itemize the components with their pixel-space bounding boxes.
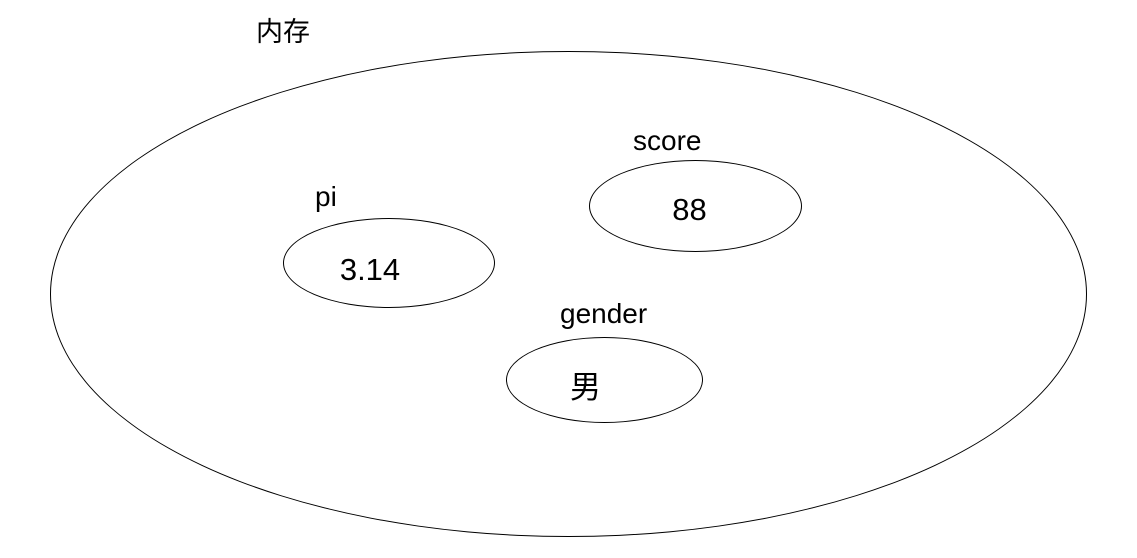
variable-score-ellipse: 88 xyxy=(589,160,802,252)
variable-pi-name: pi xyxy=(315,181,337,212)
memory-ellipse xyxy=(50,51,1087,537)
variable-pi-value: 3.14 xyxy=(339,251,401,287)
variable-gender-value: 男 xyxy=(570,369,601,405)
variable-score-value: 88 xyxy=(672,191,707,227)
memory-label: 内存 xyxy=(256,17,310,47)
variable-gender-name: gender xyxy=(560,298,648,329)
variable-score-name: score xyxy=(633,125,702,156)
variable-gender: gender 男 xyxy=(506,298,703,423)
variable-gender-ellipse: 男 xyxy=(506,337,703,423)
variable-score: score 88 xyxy=(589,125,802,252)
variable-pi-ellipse: 3.14 xyxy=(283,218,495,308)
variable-pi: pi 3.14 xyxy=(283,181,495,308)
